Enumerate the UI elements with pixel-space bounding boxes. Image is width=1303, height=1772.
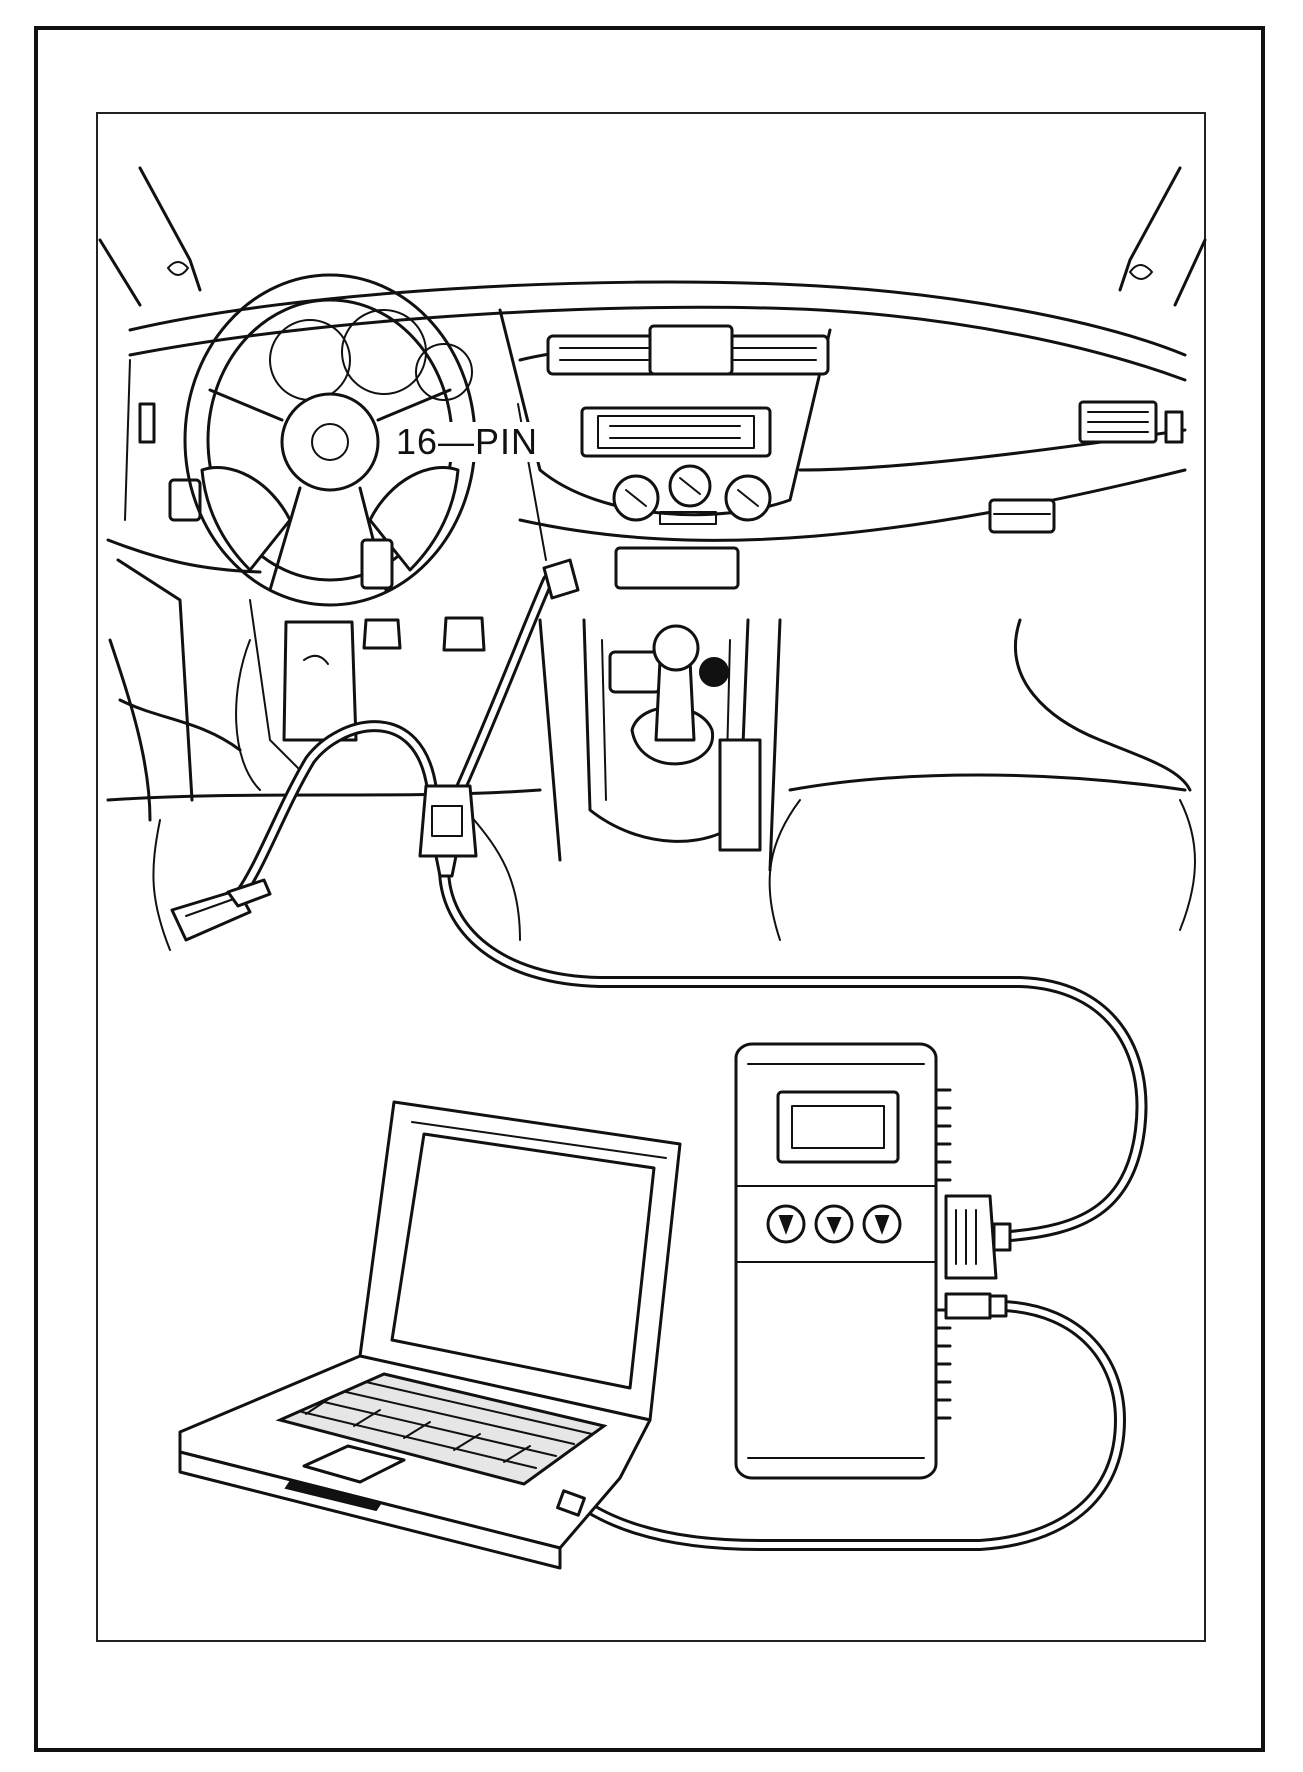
pedals (108, 558, 486, 822)
a-pillar-right (1118, 166, 1207, 307)
callout-16-pin-label: 16—PIN (392, 422, 543, 462)
steering-wheel-icon (183, 273, 477, 607)
dashboard-icon (106, 280, 1187, 590)
seats (106, 618, 1196, 951)
vci-device-icon (734, 1042, 1012, 1480)
laptop-icon (178, 1100, 682, 1570)
cable-icon (170, 403, 1148, 1551)
inner-border (96, 112, 1206, 1642)
outer-border (34, 26, 1265, 1752)
laptop-keyboard-keys (301, 1381, 593, 1469)
center-console (538, 618, 782, 872)
a-pillar-left (98, 166, 202, 307)
